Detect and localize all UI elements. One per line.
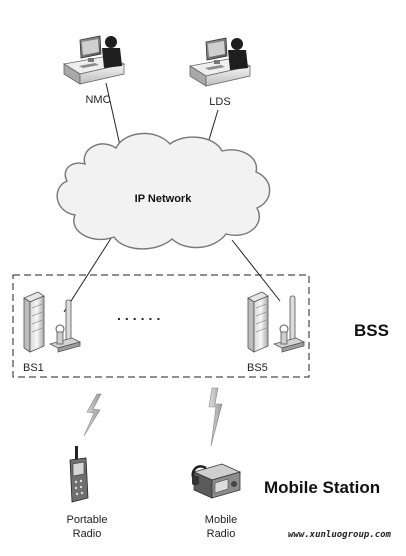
mobile-radio-icon — [191, 463, 242, 499]
bs5-label: BS5 — [247, 362, 268, 374]
base-station-icon — [23, 291, 82, 353]
connection-lines — [63, 82, 281, 313]
workstation-icon — [188, 37, 252, 87]
bss-group-label: BSS — [354, 321, 389, 340]
watermark: www.xunluogroup.com — [288, 530, 391, 540]
cloud-icon — [56, 132, 271, 250]
lightning-icon — [208, 387, 223, 447]
mobile-radio-label-line1: Mobile — [204, 514, 238, 526]
base-station-icon — [247, 291, 306, 353]
lds-label: LDS — [209, 96, 231, 108]
workstation-icon — [62, 35, 126, 85]
link-network-bs5 — [231, 239, 281, 302]
portable-radio-label-line2: Radio — [72, 528, 102, 540]
bs1-label: BS1 — [23, 362, 44, 374]
mobile-radio-label-line2: Radio — [206, 528, 236, 540]
bss-group-box — [12, 274, 310, 378]
lightning-icon — [83, 393, 102, 437]
nmc-label: NMC — [85, 94, 111, 106]
portable-radio-label-line1: Portable — [66, 514, 108, 526]
portable-radio-icon — [69, 446, 89, 503]
link-network-bs1 — [63, 231, 116, 313]
ellipsis-label: ...... — [117, 307, 165, 323]
link-nmc-network — [105, 82, 122, 151]
mobile-station-label: Mobile Station — [264, 478, 381, 497]
ip-network-label: IP Network — [134, 193, 192, 205]
